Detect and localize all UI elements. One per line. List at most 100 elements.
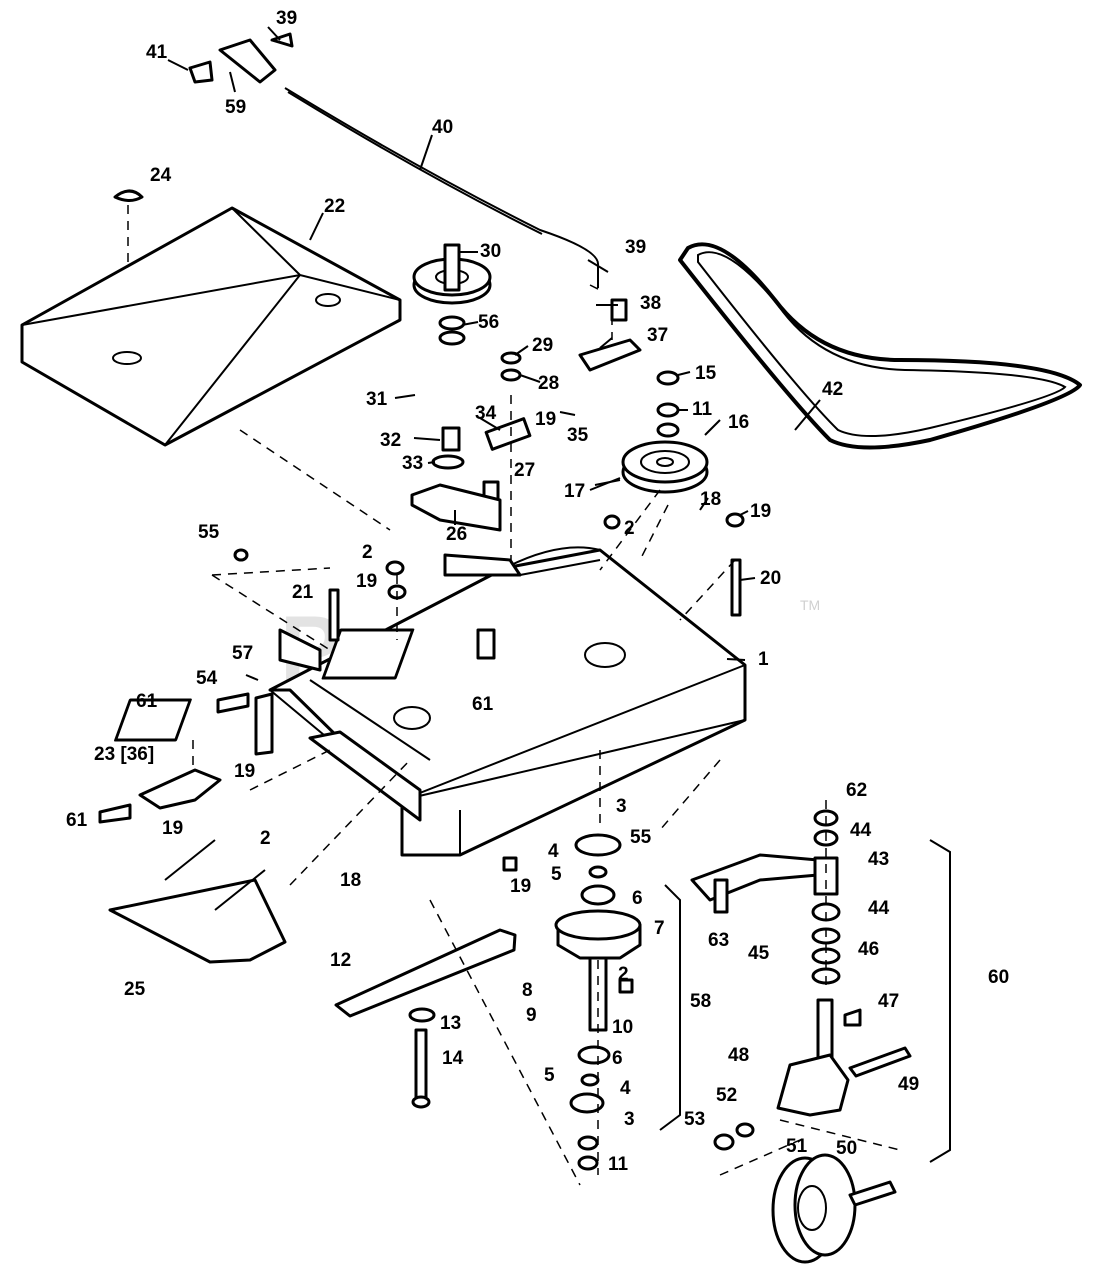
callout-10: 10	[612, 1017, 633, 1038]
callout-44-top: 44	[850, 820, 872, 841]
part-drive-belt	[678, 242, 1082, 450]
callout-42: 42	[822, 379, 843, 400]
callout-55-left: 55	[198, 522, 220, 543]
callout-47: 47	[878, 991, 899, 1012]
callout-9: 9	[526, 1005, 537, 1026]
part-hardware-stack	[233, 243, 745, 660]
callout-6-top: 6	[632, 888, 643, 909]
part-drive-pulley	[621, 440, 709, 494]
callout-leaders	[167, 26, 821, 681]
callout-11-bottom: 11	[608, 1154, 629, 1175]
callout-40: 40	[432, 117, 453, 138]
callout-22: 22	[324, 196, 345, 217]
callout-58: 58	[690, 991, 711, 1012]
callout-labels: 39 41 59 40 24 22 39 30 38 56 29 37 28 3…	[66, 8, 1009, 1175]
callout-61-left: 61	[136, 691, 158, 712]
callout-26: 26	[446, 524, 467, 545]
callout-17: 17	[564, 481, 585, 502]
callout-2-spindle: 2	[618, 964, 629, 985]
callout-39: 39	[276, 8, 297, 29]
callout-54: 54	[196, 668, 218, 689]
callout-63: 63	[708, 930, 729, 951]
callout-28: 28	[538, 373, 559, 394]
assembly-dashed-lines	[192, 284, 901, 1186]
callout-19-right: 19	[750, 501, 771, 522]
callout-7: 7	[654, 918, 665, 939]
callout-50: 50	[836, 1138, 857, 1159]
callout-5-top: 5	[551, 864, 562, 885]
callout-35: 35	[567, 425, 589, 446]
callout-51: 51	[786, 1136, 808, 1157]
callout-59: 59	[225, 97, 246, 118]
callout-29: 29	[532, 335, 553, 356]
callout-3-bottom: 3	[624, 1109, 635, 1130]
callout-14: 14	[442, 1048, 464, 1069]
part-spindle-assembly	[502, 833, 642, 1171]
callout-38: 38	[640, 293, 661, 314]
callout-2-top: 2	[624, 518, 635, 539]
callout-19-deck: 19	[510, 876, 531, 897]
callout-49: 49	[898, 1074, 919, 1095]
callout-19-left: 19	[356, 571, 377, 592]
part-discharge-chute	[108, 839, 287, 964]
callout-61-bottom: 61	[66, 810, 88, 831]
callout-61-center: 61	[472, 694, 494, 715]
part-mower-blade	[334, 928, 517, 1109]
callout-46: 46	[858, 939, 879, 960]
callout-1: 1	[758, 649, 769, 670]
callout-41: 41	[146, 42, 168, 63]
callout-13: 13	[440, 1013, 461, 1034]
callout-19-bottom: 19	[162, 818, 183, 839]
callout-18-bottom: 18	[340, 870, 361, 891]
callout-52: 52	[716, 1085, 737, 1106]
part-deflector-bracket	[98, 628, 422, 824]
callout-25: 25	[124, 979, 146, 1000]
callout-11: 11	[692, 399, 713, 420]
callout-39-lower: 39	[625, 237, 646, 258]
callout-6-bottom: 6	[612, 1048, 623, 1069]
callout-57: 57	[232, 643, 253, 664]
callout-23-36: 23 [36]	[94, 744, 154, 765]
part-deck-cover	[20, 206, 402, 447]
callout-30: 30	[480, 241, 501, 262]
callout-43: 43	[868, 849, 889, 870]
callout-55-center: 55	[630, 827, 652, 848]
callout-4-top: 4	[548, 841, 559, 862]
callout-8: 8	[522, 980, 533, 1001]
watermark-trademark: TM	[800, 597, 820, 613]
callout-19-top: 19	[535, 409, 556, 430]
callout-24: 24	[150, 165, 172, 186]
callout-4-bottom: 4	[620, 1078, 631, 1099]
callout-2-left: 2	[362, 542, 373, 563]
callout-20: 20	[760, 568, 781, 589]
part-deck	[114, 546, 747, 857]
part-caster-wheel	[771, 1153, 897, 1264]
callout-18-top: 18	[700, 489, 721, 510]
callout-15: 15	[695, 363, 717, 384]
callout-45: 45	[748, 943, 770, 964]
callout-2-chute: 2	[260, 828, 271, 849]
callout-3-top: 3	[616, 796, 627, 817]
callout-31: 31	[366, 389, 388, 410]
callout-34: 34	[475, 403, 497, 424]
callout-12: 12	[330, 950, 351, 971]
callout-33: 33	[402, 453, 423, 474]
callout-53: 53	[684, 1109, 705, 1130]
callout-60: 60	[988, 967, 1009, 988]
callout-48: 48	[728, 1045, 749, 1066]
callout-21: 21	[292, 582, 314, 603]
callout-37: 37	[647, 325, 668, 346]
callout-19-bracket: 19	[234, 761, 255, 782]
callout-27: 27	[514, 460, 535, 481]
bracket-60	[929, 839, 951, 1163]
callout-32: 32	[380, 430, 401, 451]
callout-44-bottom: 44	[868, 898, 890, 919]
bracket-58	[659, 884, 681, 1131]
callout-16: 16	[728, 412, 749, 433]
callout-62: 62	[846, 780, 867, 801]
part-control-cable	[188, 32, 599, 288]
part-cover-clip	[113, 189, 144, 268]
callout-5-bottom: 5	[544, 1065, 555, 1086]
callout-56: 56	[478, 312, 499, 333]
